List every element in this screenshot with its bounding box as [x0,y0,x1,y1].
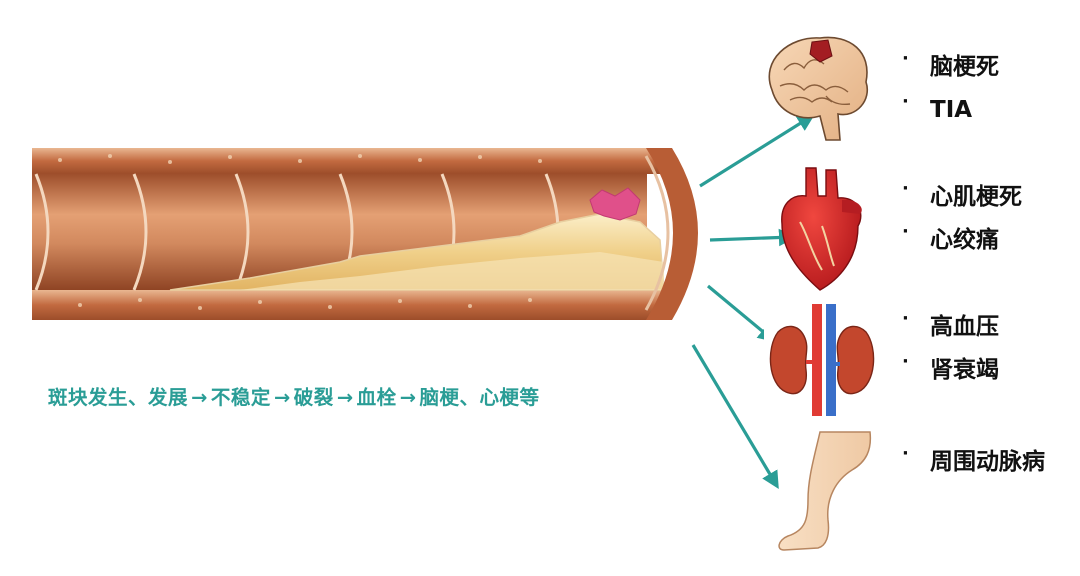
progression-arrow: → [336,386,354,409]
outcome-label: 高血压 [930,314,999,340]
outcome-label: TIA [930,97,973,123]
artery-wall-bottom [32,290,672,320]
artery-illustration [32,148,698,320]
bullet-icon: · [902,91,909,112]
stage-1-label: 斑块发生、发展 [48,386,189,409]
progression-arrow: → [273,386,291,409]
artery-opening [646,148,698,320]
arrow-to-kidney [706,284,776,343]
brain-icon [768,36,869,141]
bullet-icon: · [902,48,909,69]
leg-icon [778,431,872,551]
stage-2-label: 不稳定 [210,386,271,409]
stage-5-label: 脑梗、心梗等 [419,386,540,409]
arrow-to-leg [691,344,779,490]
progression-arrow: → [191,386,208,409]
progression-arrow: → [399,386,417,409]
bullet-icon: · [902,443,909,464]
bullet-icon: · [902,178,909,199]
thrombus [589,187,641,221]
bullet-icon: · [902,308,909,329]
kidney-icon [764,304,880,416]
arrow-to-heart [709,228,797,247]
outcome-label: 心肌梗死 [930,184,1022,210]
bullet-icon: · [902,351,909,372]
outcome-label: 肾衰竭 [930,357,999,383]
wall-texture [58,154,542,310]
bullet-icon: · [902,221,909,242]
heart-icon [781,167,862,291]
artery-wall-top [32,148,672,174]
progression-caption: 斑块发生、发展→不稳定→破裂→血栓→脑梗、心梗等 [48,381,539,410]
outcome-label: 周围动脉病 [930,449,1045,475]
plaque-inner [240,252,664,290]
stage-4-label: 血栓 [356,386,397,409]
arrow-to-brain [699,114,815,188]
outcome-label: 心绞痛 [930,227,999,253]
outcome-label: 脑梗死 [930,54,999,80]
outcome-arrows [691,114,815,490]
stage-3-label: 破裂 [293,386,334,409]
